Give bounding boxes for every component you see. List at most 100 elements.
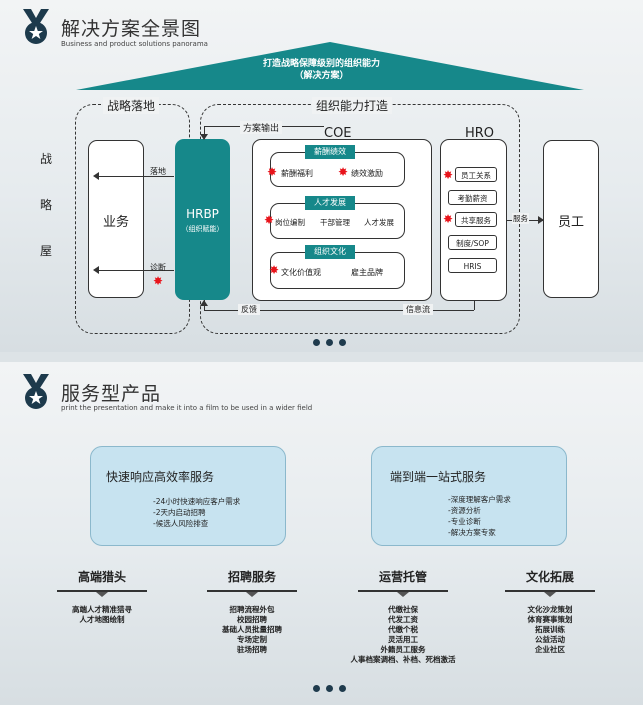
coe-item: 岗位编制 [275, 218, 305, 227]
card-line: -候选人风险排查 [153, 519, 209, 528]
page-subtitle: Business and product solutions panorama [61, 40, 208, 48]
org-capability-label: 组织能力打造 [312, 97, 393, 114]
coe-tag-talent: 人才发展 [305, 196, 355, 210]
caret-down-icon [96, 592, 108, 597]
star-icon: ✸ [269, 263, 280, 277]
card-line: -24小时快速响应客户需求 [153, 497, 241, 506]
page-subtitle: print the presentation and make it into … [61, 404, 313, 412]
category-line [207, 590, 297, 592]
slide-panorama: 解决方案全景图 Business and product solutions p… [0, 0, 643, 352]
employee-label: 员工 [557, 215, 584, 230]
output-arrow-head [200, 134, 208, 140]
coe-tag-compensation: 薪酬绩效 [305, 145, 355, 159]
hro-item: 员工关系 [455, 167, 497, 182]
category-title: 招聘服务 [227, 570, 276, 584]
star-icon: ✸ [338, 165, 349, 179]
page-title: 解决方案全景图 [61, 18, 202, 40]
category-item: 体育赛事策划 [527, 615, 573, 624]
roof-shape [76, 42, 584, 90]
card-line: -深度理解客户需求 [448, 495, 511, 504]
category-item: 专场定制 [237, 635, 267, 644]
pager-dot [326, 339, 333, 346]
star-icon: ✸ [443, 212, 454, 226]
category-item: 公益活动 [535, 635, 565, 644]
hrbp-title: HRBP [186, 207, 219, 221]
category-item: 代缴社保 [388, 605, 418, 614]
coe-item: 人才发展 [364, 218, 394, 227]
coe-item: 雇主品牌 [351, 268, 383, 277]
output-vline [204, 126, 205, 139]
category-item: 人才地图绘制 [79, 615, 125, 624]
category-item: 拓展训练 [535, 625, 565, 634]
caret-down-icon [397, 592, 409, 597]
side-label-1: 战 [40, 152, 53, 166]
category-item: 高端人才精准猎寻 [72, 605, 132, 614]
hro-item: 共享服务 [455, 212, 497, 227]
land-arrow-head [93, 172, 99, 180]
side-label-2: 略 [40, 198, 53, 212]
medal-logo-icon [23, 374, 49, 409]
caret-down-icon [246, 592, 258, 597]
coe-item: 干部管理 [320, 218, 350, 227]
business-label: 业务 [102, 215, 129, 230]
category-item: 校园招聘 [237, 615, 267, 624]
solution-output-label: 方案输出 [240, 121, 283, 134]
land-arrow [96, 176, 174, 177]
card-title: 快速响应高效率服务 [106, 470, 215, 484]
coe-tag-culture: 组织文化 [305, 245, 355, 259]
card-line: -资源分析 [448, 506, 481, 515]
hro-item: 考勤薪资 [448, 190, 497, 205]
category-item: 企业社区 [535, 645, 565, 654]
card-line: -2天内启动招聘 [153, 508, 206, 517]
diagnose-label: 诊断 [150, 263, 166, 272]
category-title: 高端猎头 [77, 570, 126, 584]
category-item: 招聘流程外包 [229, 605, 275, 614]
category-line [358, 590, 448, 592]
side-label-3: 屋 [40, 244, 53, 258]
pager-dot [313, 685, 320, 692]
feedback-hline [204, 310, 474, 311]
roof-line-1: 打造战略保障级别的组织能力 [262, 59, 380, 69]
coe-item: 文化价值观 [281, 268, 321, 277]
category-line [505, 590, 595, 592]
business-box: 业务 [88, 140, 144, 298]
pager-dot [339, 339, 346, 346]
card-fast-response: 快速响应高效率服务 -24小时快速响应客户需求 -2天内启动招聘 -候选人风险排… [90, 446, 286, 546]
hrbp-subtitle: （组织赋能） [181, 225, 224, 233]
hrbp-box: HRBP （组织赋能） [175, 139, 230, 300]
coe-title: COE [324, 126, 352, 141]
category-item: 灵活用工 [388, 635, 418, 644]
star-icon: ✸ [267, 165, 278, 179]
category-title: 文化拓展 [525, 570, 574, 584]
diagnose-arrow [96, 270, 174, 271]
card-title: 端到端一站式服务 [390, 470, 487, 484]
card-line: -解决方案专家 [448, 528, 496, 537]
category-line [57, 590, 147, 592]
category-item: 基础人员批量招聘 [222, 625, 282, 634]
caret-down-icon [544, 592, 556, 597]
service-arrow-head [538, 216, 544, 224]
card-end-to-end: 端到端一站式服务 -深度理解客户需求 -资源分析 -专业诊断 -解决方案专家 [371, 446, 567, 546]
land-label: 落地 [150, 167, 166, 176]
diagnose-star-icon: ✸ [153, 274, 164, 288]
category-item: 人事档案调档、补档、死档激活 [350, 655, 456, 664]
category-item: 文化沙龙策划 [527, 605, 573, 614]
category-item: 代发工资 [388, 615, 418, 624]
feedback-arrow-head [200, 300, 208, 306]
star-icon: ✸ [443, 168, 454, 182]
pager-dot [326, 685, 333, 692]
strategy-landing-label: 战略落地 [103, 97, 160, 114]
pager-dot [313, 339, 320, 346]
card-line: -专业诊断 [448, 517, 481, 526]
star-icon: ✸ [264, 213, 275, 227]
coe-item: 绩效激励 [351, 169, 383, 178]
diagnose-arrow-head [93, 266, 99, 274]
coe-item: 薪酬福利 [281, 169, 313, 178]
feedback-label: 反馈 [238, 304, 260, 315]
hro-item: HRIS [448, 258, 497, 273]
hro-title: HRO [465, 126, 495, 141]
page-title: 服务型产品 [61, 383, 162, 405]
pager-dot [339, 685, 346, 692]
category-item: 代缴个税 [388, 625, 418, 634]
slide-service-products: 服务型产品 print the presentation and make it… [0, 362, 643, 705]
